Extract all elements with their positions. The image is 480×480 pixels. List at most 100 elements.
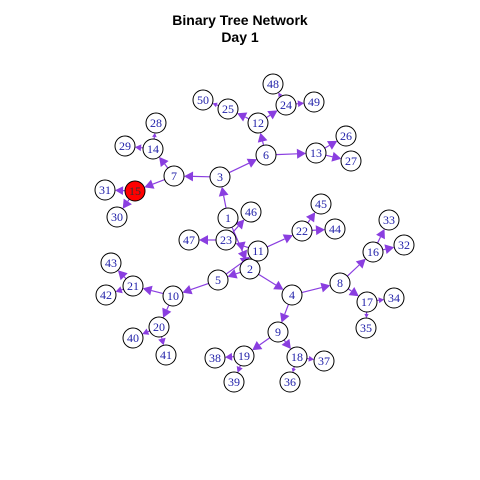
node-circle-highlighted [124,180,146,202]
node-26[interactable]: 26 [335,125,357,147]
node-42[interactable]: 42 [95,284,117,306]
edge-arrowhead [355,258,366,269]
node-31[interactable]: 31 [94,179,116,201]
node-48[interactable]: 48 [262,73,284,95]
node-circle [275,94,297,116]
edge-10-20 [162,304,172,318]
edge-line [382,248,386,251]
edge-line [166,304,170,310]
node-7[interactable]: 7 [163,165,185,187]
node-circle [335,125,357,147]
node-circle [340,150,362,172]
edge-25-50 [212,102,219,108]
node-46[interactable]: 46 [240,201,262,223]
node-39[interactable]: 39 [223,371,245,393]
node-37[interactable]: 37 [313,350,335,372]
node-49[interactable]: 49 [303,91,325,113]
edge-4-8 [301,282,331,294]
node-4[interactable]: 4 [281,284,303,306]
edge-arrowhead [142,285,153,296]
edge-arrowhead [278,92,283,98]
node-circle [106,206,128,228]
node-24[interactable]: 24 [275,94,297,116]
node-22[interactable]: 22 [291,220,313,242]
node-circle [95,284,117,306]
node-27[interactable]: 27 [340,150,362,172]
edge-arrowhead [281,338,291,349]
edge-arrowhead [117,270,128,281]
edge-20-40 [142,328,151,335]
node-label: 2 [247,262,253,276]
node-43[interactable]: 43 [100,252,122,274]
node-5[interactable]: 5 [207,269,229,291]
edge-line [164,163,169,169]
edge-line [284,304,290,315]
node-11[interactable]: 11 [247,240,269,262]
edge-11-23 [235,241,249,251]
node-33[interactable]: 33 [378,209,400,231]
node-label: 42 [100,288,112,302]
edge-6-13 [275,148,306,159]
node-20[interactable]: 20 [148,316,170,338]
node-label: 45 [315,197,327,211]
node-44[interactable]: 44 [324,218,346,240]
node-29[interactable]: 29 [114,135,136,157]
node-2[interactable]: 2 [239,258,261,280]
node-45[interactable]: 45 [310,193,332,215]
edge-arrowhead [348,287,359,297]
node-19[interactable]: 19 [233,345,255,367]
node-8[interactable]: 8 [329,272,351,294]
node-25[interactable]: 25 [217,98,239,120]
node-16[interactable]: 16 [362,241,384,263]
edge-3-7 [184,171,211,182]
edge-line [235,271,241,275]
edge-2-4 [258,273,284,290]
node-18[interactable]: 18 [286,346,308,368]
node-38[interactable]: 38 [204,347,226,369]
node-circle [310,193,332,215]
node-14[interactable]: 14 [142,138,164,160]
node-36[interactable]: 36 [279,371,301,393]
node-12[interactable]: 12 [247,112,269,134]
node-17[interactable]: 17 [356,291,378,313]
node-circle [239,258,261,280]
node-23[interactable]: 23 [215,229,237,251]
node-10[interactable]: 10 [162,285,184,307]
node-47[interactable]: 47 [178,229,200,251]
node-32[interactable]: 32 [393,234,415,256]
node-35[interactable]: 35 [355,317,377,339]
node-label: 46 [245,205,257,219]
node-label: 47 [183,233,195,247]
edge-22-45 [306,212,316,224]
node-40[interactable]: 40 [122,327,144,349]
node-34[interactable]: 34 [383,287,405,309]
edge-arrowhead [280,312,290,323]
node-circle [163,165,185,187]
node-6[interactable]: 6 [255,144,277,166]
node-50[interactable]: 50 [192,89,214,111]
node-3[interactable]: 3 [209,166,231,188]
node-circle [217,207,239,229]
node-9[interactable]: 9 [267,321,289,343]
node-41[interactable]: 41 [155,344,177,366]
node-28[interactable]: 28 [145,112,167,134]
node-label: 19 [238,349,250,363]
edge-line [376,236,382,244]
node-label: 27 [345,154,357,168]
node-layer: 1234567891011121314151617181920212223242… [94,73,415,393]
node-30[interactable]: 30 [106,206,128,228]
node-label: 13 [310,146,322,160]
edge-line [243,245,249,249]
edge-13-26 [324,140,338,150]
edge-6-12 [257,132,268,146]
edge-24-49 [295,100,305,108]
edge-line [259,337,271,346]
edge-arrowhead [134,144,142,152]
edge-arrowhead [296,148,306,159]
edge-line [325,154,333,158]
node-13[interactable]: 13 [305,142,327,164]
node-15[interactable]: 15 [124,180,146,202]
node-21[interactable]: 21 [122,275,144,297]
node-1[interactable]: 1 [217,207,239,229]
